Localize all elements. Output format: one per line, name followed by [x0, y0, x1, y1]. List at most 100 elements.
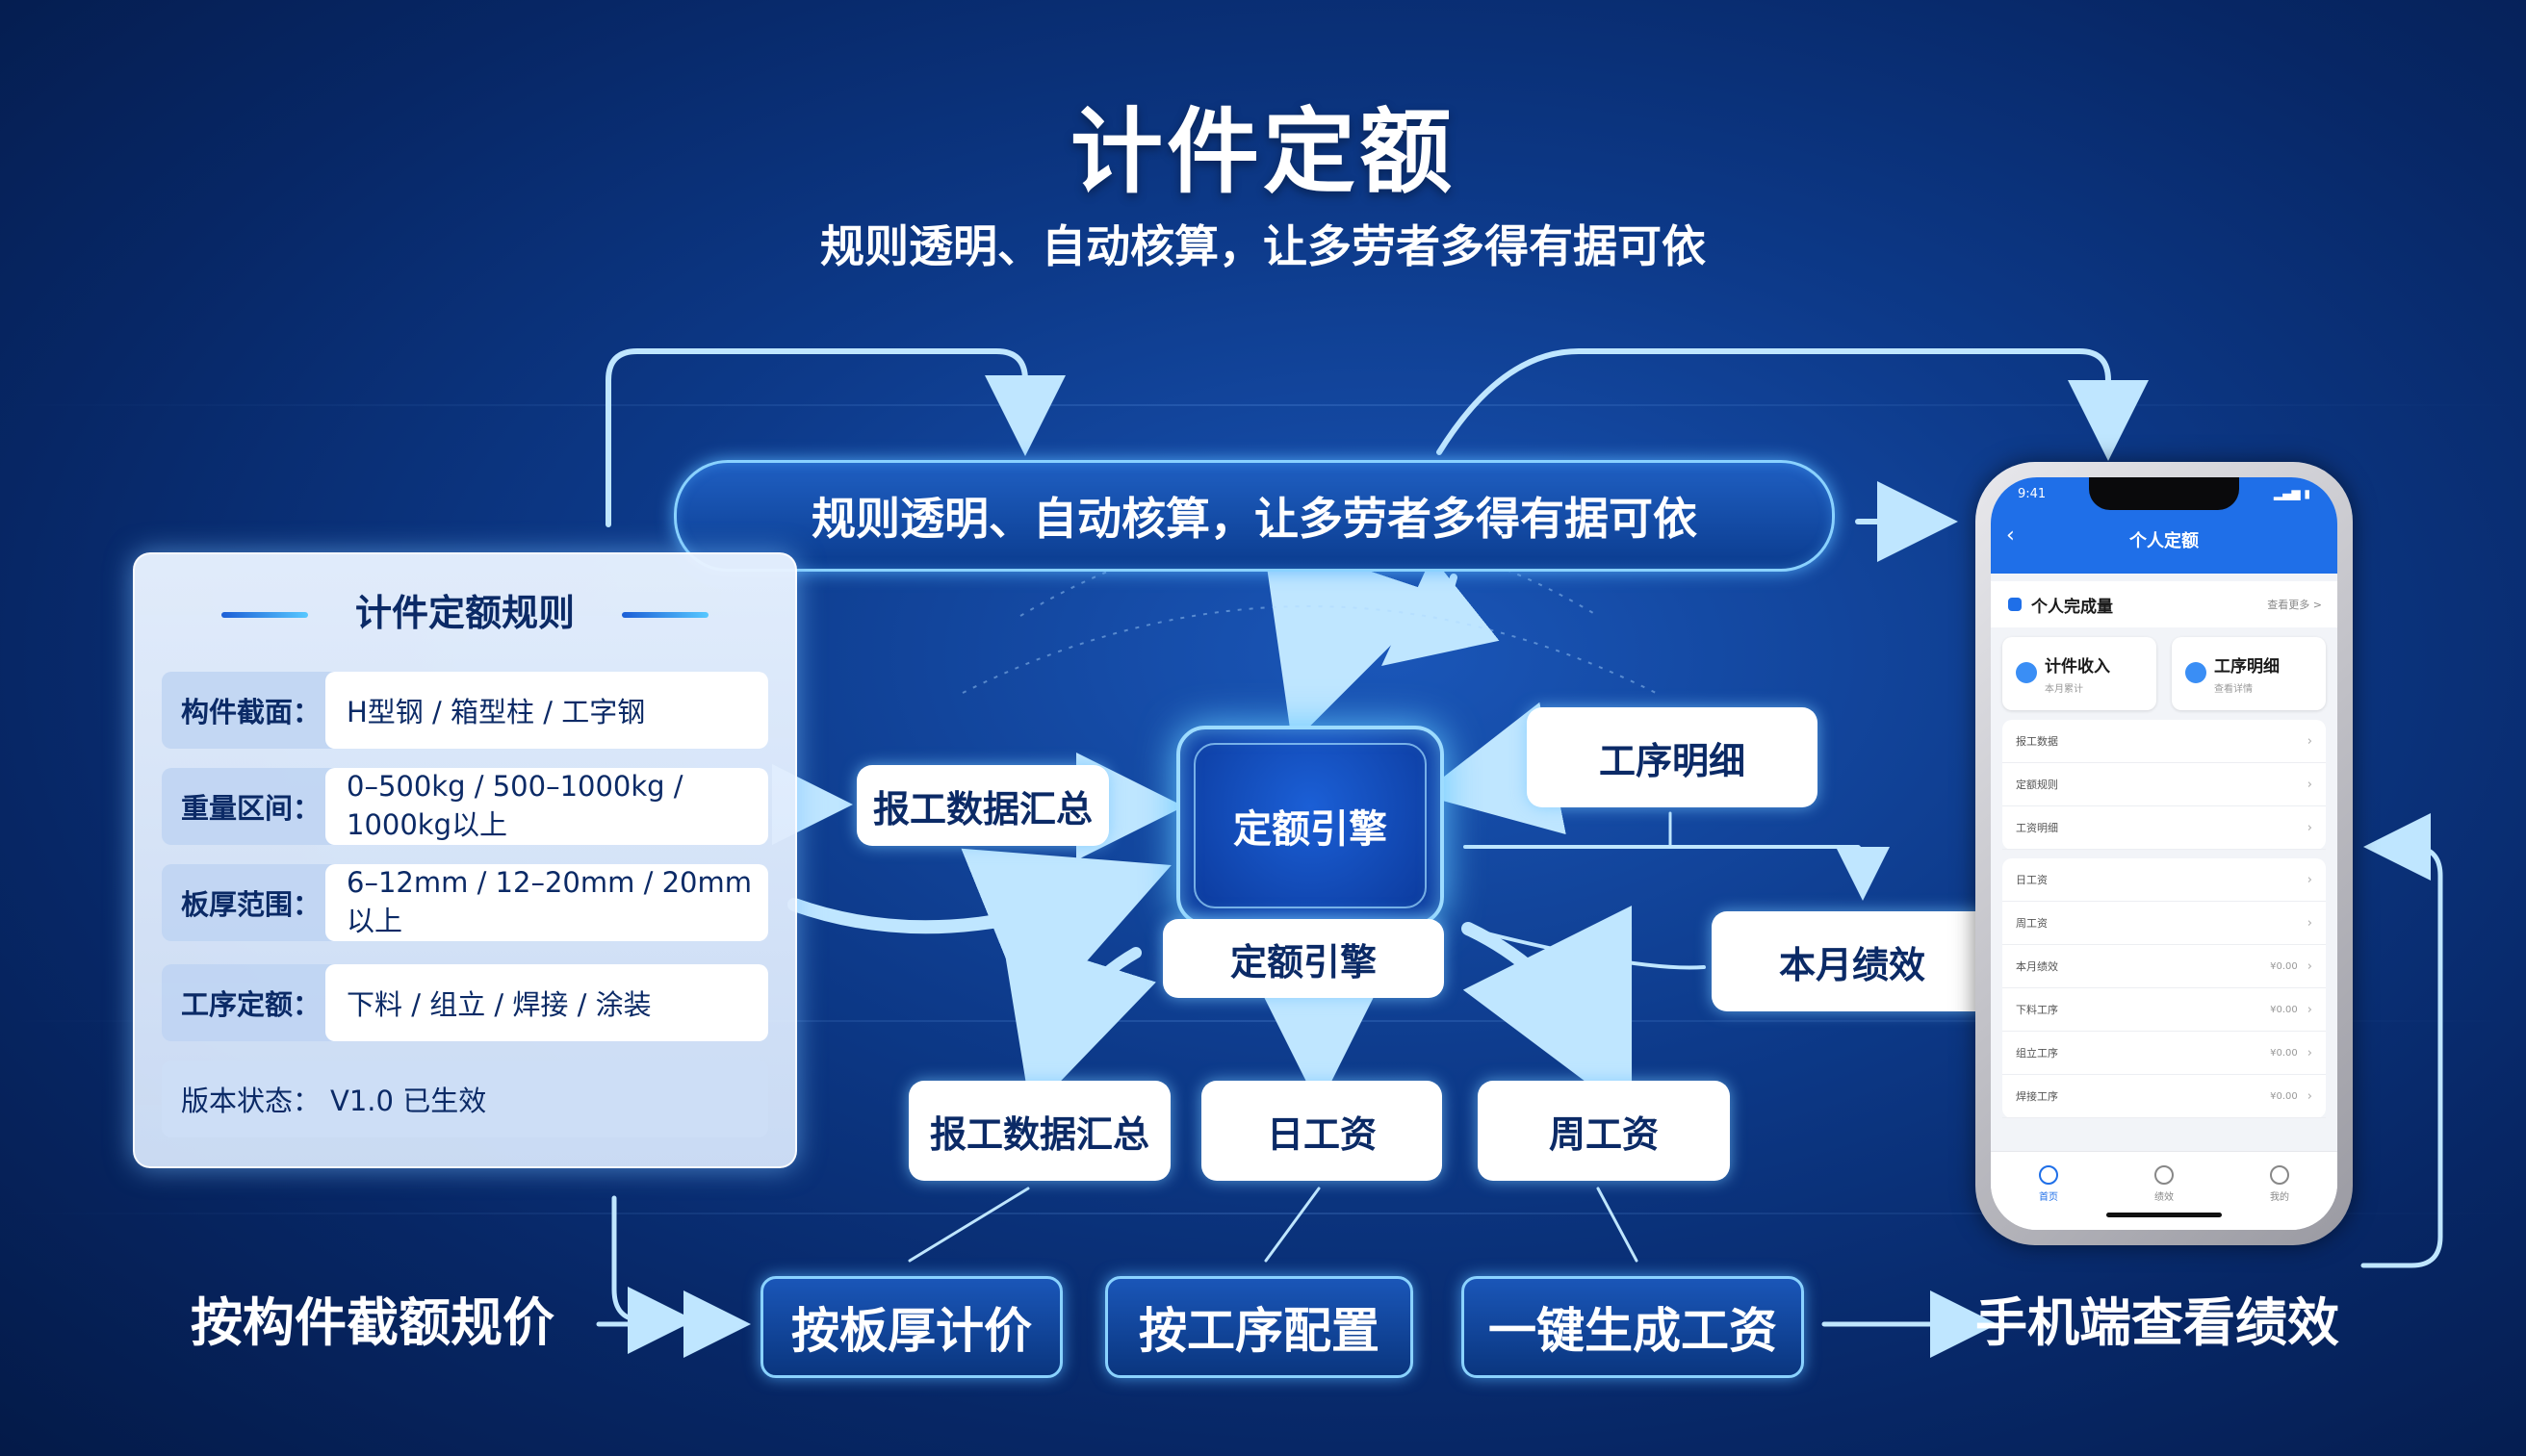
rule-value: 下料 / 组立 / 焊接 / 涂装: [325, 964, 768, 1041]
list-item[interactable]: 本月绩效 ¥0.00 ›: [2002, 945, 2326, 988]
list-item-label: 定额规则: [2016, 779, 2058, 791]
phone-list-2: 日工资› 周工资› 本月绩效¥0.00› 下料工序¥0.00› 组立工序¥0.0…: [2002, 858, 2326, 1118]
list-item[interactable]: 定额规则 ›: [2002, 763, 2326, 806]
step-generate-wage: 一键生成工资: [1461, 1276, 1804, 1378]
chevron-right-icon: ›: [2307, 872, 2312, 887]
user-icon: [2270, 1165, 2289, 1185]
tile-subtitle: 本月累计: [2045, 684, 2083, 695]
node-label: 本月绩效: [1778, 943, 1925, 986]
list-item-label: 周工资: [2016, 917, 2048, 930]
step-process-config: 按工序配置: [1105, 1276, 1413, 1378]
signal-icon: ▂▄▆ ▮: [2273, 487, 2310, 500]
tab-profile[interactable]: 我的: [2222, 1152, 2337, 1230]
list-item-label: 日工资: [2016, 874, 2048, 886]
section-title: 个人完成量: [2031, 597, 2113, 617]
node-label: 日工资: [1266, 1112, 1377, 1156]
engine-label: 定额引擎: [1233, 807, 1387, 852]
node-monthly-performance: 本月绩效: [1712, 911, 1993, 1011]
rule-row-section: 构件截面： H型钢 / 箱型柱 / 工字钢: [162, 672, 768, 749]
chevron-right-icon: ›: [2307, 733, 2312, 749]
chevron-right-icon: ›: [2307, 958, 2312, 974]
list-item[interactable]: 工资明细›: [2002, 806, 2326, 850]
rule-row-weight: 重量区间： 0–500kg / 500–1000kg / 1000kg以上: [162, 768, 768, 845]
rule-row-process: 工序定额： 下料 / 组立 / 焊接 / 涂装: [162, 964, 768, 1041]
node-weekly-wage: 周工资: [1478, 1081, 1730, 1181]
node-label: 工序明细: [1598, 739, 1745, 782]
tile-title: 工序明细: [2214, 657, 2280, 677]
rule-label: 工序定额：: [181, 988, 322, 1021]
node-label: 定额引擎: [1229, 940, 1377, 983]
chevron-right-icon: ›: [2307, 1088, 2312, 1104]
tile-process-detail[interactable]: 工序明细 查看详情: [2172, 637, 2326, 710]
node-engine-caption: 定额引擎: [1163, 919, 1444, 998]
phone-screen: 9:41 ▂▄▆ ▮ ‹ 个人定额 个人完成量 查看更多 > 计件收入 本月累计…: [1991, 477, 2337, 1230]
list-item-value: ¥0.00: [2270, 1090, 2298, 1102]
version-label: 版本状态：: [181, 1085, 322, 1117]
tile-piece-income[interactable]: 计件收入 本月累计: [2002, 637, 2156, 710]
phone-section-header[interactable]: 个人完成量 查看更多 >: [1991, 581, 2337, 627]
tab-home[interactable]: 首页: [1991, 1152, 2106, 1230]
rule-label: 构件截面：: [181, 696, 322, 728]
phone-notch: [2089, 477, 2239, 510]
bottom-right-label: 手机端查看绩效: [1975, 1292, 2339, 1353]
list-item[interactable]: 组立工序¥0.00›: [2002, 1032, 2326, 1075]
tab-performance[interactable]: 绩效: [2106, 1152, 2222, 1230]
rule-row-thickness: 板厚范围： 6–12mm / 12–20mm / 20mm以上: [162, 864, 768, 941]
home-indicator: [2106, 1213, 2222, 1217]
background-stripe: [0, 404, 2526, 406]
rule-label: 板厚范围：: [181, 888, 322, 921]
slogan-banner-text: 规则透明、自动核算，让多劳者多得有据可依: [812, 493, 1697, 545]
tab-label: 首页: [2039, 1192, 2058, 1203]
title-decoration: [221, 612, 308, 618]
bottom-left-label: 按构件截额规价: [191, 1292, 554, 1353]
node-report-summary-2: 报工数据汇总: [909, 1081, 1171, 1181]
list-item-label: 报工数据: [2016, 735, 2058, 748]
tile-title: 计件收入: [2045, 657, 2110, 677]
rule-value: 0–500kg / 500–1000kg / 1000kg以上: [325, 768, 768, 845]
tab-label: 我的: [2270, 1192, 2289, 1203]
title-decoration: [622, 612, 709, 618]
list-item-value: ¥0.00: [2270, 1004, 2298, 1015]
list-item[interactable]: 日工资 ›: [2002, 858, 2326, 902]
list-item[interactable]: 下料工序 ¥0.00 ›: [2002, 988, 2326, 1032]
tile-subtitle: 查看详情: [2214, 684, 2253, 695]
list-item-label: 组立工序: [2016, 1047, 2058, 1060]
node-label: 周工资: [1548, 1112, 1659, 1156]
chevron-right-icon: ›: [2307, 1002, 2312, 1017]
list-item-label: 工资明细: [2016, 822, 2058, 834]
rule-value: 6–12mm / 12–20mm / 20mm以上: [325, 864, 768, 941]
list-item[interactable]: 焊接工序 ¥0.00 ›: [2002, 1075, 2326, 1118]
list-item-label: 下料工序: [2016, 1004, 2058, 1016]
back-icon[interactable]: ‹: [2006, 524, 2015, 548]
section-more-link[interactable]: 查看更多 >: [2267, 599, 2322, 611]
chevron-right-icon: ›: [2307, 777, 2312, 792]
node-daily-wage: 日工资: [1201, 1081, 1442, 1181]
version-status: V1.0 已生效: [330, 1085, 487, 1117]
quota-engine-node: 定额引擎: [1176, 726, 1444, 926]
rule-row-version: 版本状态： V1.0 已生效: [162, 1060, 768, 1137]
list-item[interactable]: 报工数据 ›: [2002, 720, 2326, 763]
chevron-right-icon: ›: [2307, 915, 2312, 931]
list-item-value: ¥0.00: [2270, 960, 2298, 972]
page-title: 计件定额: [1070, 98, 1456, 206]
rule-value: H型钢 / 箱型柱 / 工字钢: [325, 672, 768, 749]
list-item-label: 焊接工序: [2016, 1090, 2058, 1103]
step-thickness-pricing: 按板厚计价: [760, 1276, 1063, 1378]
income-icon: [2016, 662, 2037, 683]
node-label: 报工数据汇总: [872, 787, 1093, 830]
list-item[interactable]: 周工资 ›: [2002, 902, 2326, 945]
rule-label: 重量区间：: [181, 792, 322, 825]
phone-list-1: 报工数据 › 定额规则 › 工资明细›: [2002, 720, 2326, 850]
phone-tab-bar: 首页 绩效 我的: [1991, 1151, 2337, 1230]
chevron-right-icon: ›: [2307, 1045, 2312, 1060]
phone-header-title: 个人定额: [2129, 531, 2199, 551]
slogan-banner: 规则透明、自动核算，让多劳者多得有据可依: [674, 460, 1835, 572]
list-item-label: 本月绩效: [2016, 960, 2058, 973]
process-icon: [2185, 662, 2206, 683]
node-label: 报工数据汇总: [929, 1112, 1149, 1156]
background-stripe: [0, 1213, 2526, 1214]
page-subtitle: 规则透明、自动核算，让多劳者多得有据可依: [820, 220, 1706, 272]
step-label: 按板厚计价: [791, 1303, 1032, 1359]
home-icon: [2039, 1165, 2058, 1185]
